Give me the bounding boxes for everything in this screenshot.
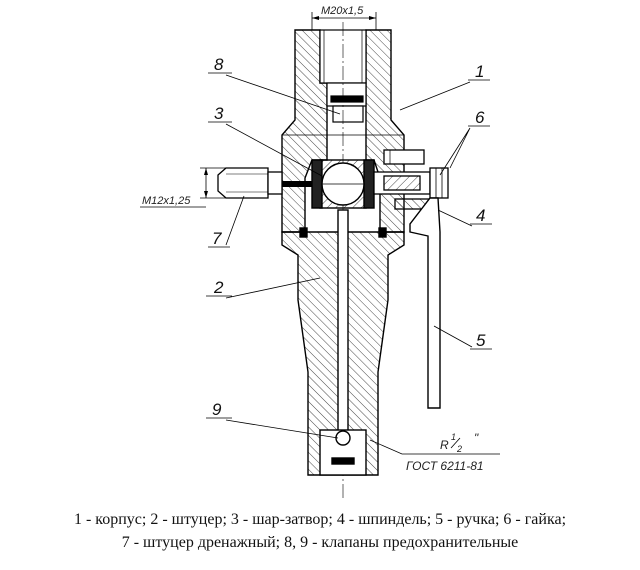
fitting (281, 209, 405, 476)
callout-6: 6 (475, 108, 485, 127)
callout-7: 7 (212, 229, 222, 248)
pipe-thread-mark: " (474, 431, 479, 445)
pipe-thread-denominator: 2 (456, 444, 462, 454)
spindle (373, 149, 449, 210)
caption-line-2: 7 - штуцер дренажный; 8, 9 - клапаны пре… (121, 534, 519, 551)
pipe-thread-standard: ГОСТ 6211-81 (406, 459, 484, 473)
callout-5: 5 (476, 331, 486, 350)
technical-drawing: М20х1,5 M12x1,25 (140, 5, 500, 500)
callout-3: 3 (214, 104, 224, 123)
pipe-thread-label: R (440, 438, 449, 452)
pipe-thread-annotation: R 1 2 " ГОСТ 6211-81 (406, 431, 484, 473)
dimension-side-thread: M12x1,25 (140, 167, 226, 208)
drain-fitting (217, 167, 312, 199)
callout-1: 1 (475, 62, 484, 81)
handle (409, 197, 441, 409)
callout-numbers: 1 2 3 4 5 6 7 8 9 (212, 55, 486, 419)
callout-9: 9 (212, 400, 222, 419)
dimension-top-thread: М20х1,5 (311, 5, 377, 30)
caption-line-1: 1 - корпус; 2 - штуцер; 3 - шар-затвор; … (73, 511, 567, 528)
leader-lines (206, 72, 500, 455)
figure-caption: 1 - корпус; 2 - штуцер; 3 - шар-затвор; … (0, 508, 640, 554)
side-thread-label: M12x1,25 (142, 195, 191, 207)
top-bore (319, 22, 367, 500)
top-thread-label: М20х1,5 (321, 5, 364, 17)
ball-valve (311, 159, 375, 209)
callout-4: 4 (476, 206, 485, 225)
callout-8: 8 (214, 55, 224, 74)
callout-2: 2 (213, 278, 224, 297)
pipe-thread-numerator: 1 (451, 432, 456, 442)
